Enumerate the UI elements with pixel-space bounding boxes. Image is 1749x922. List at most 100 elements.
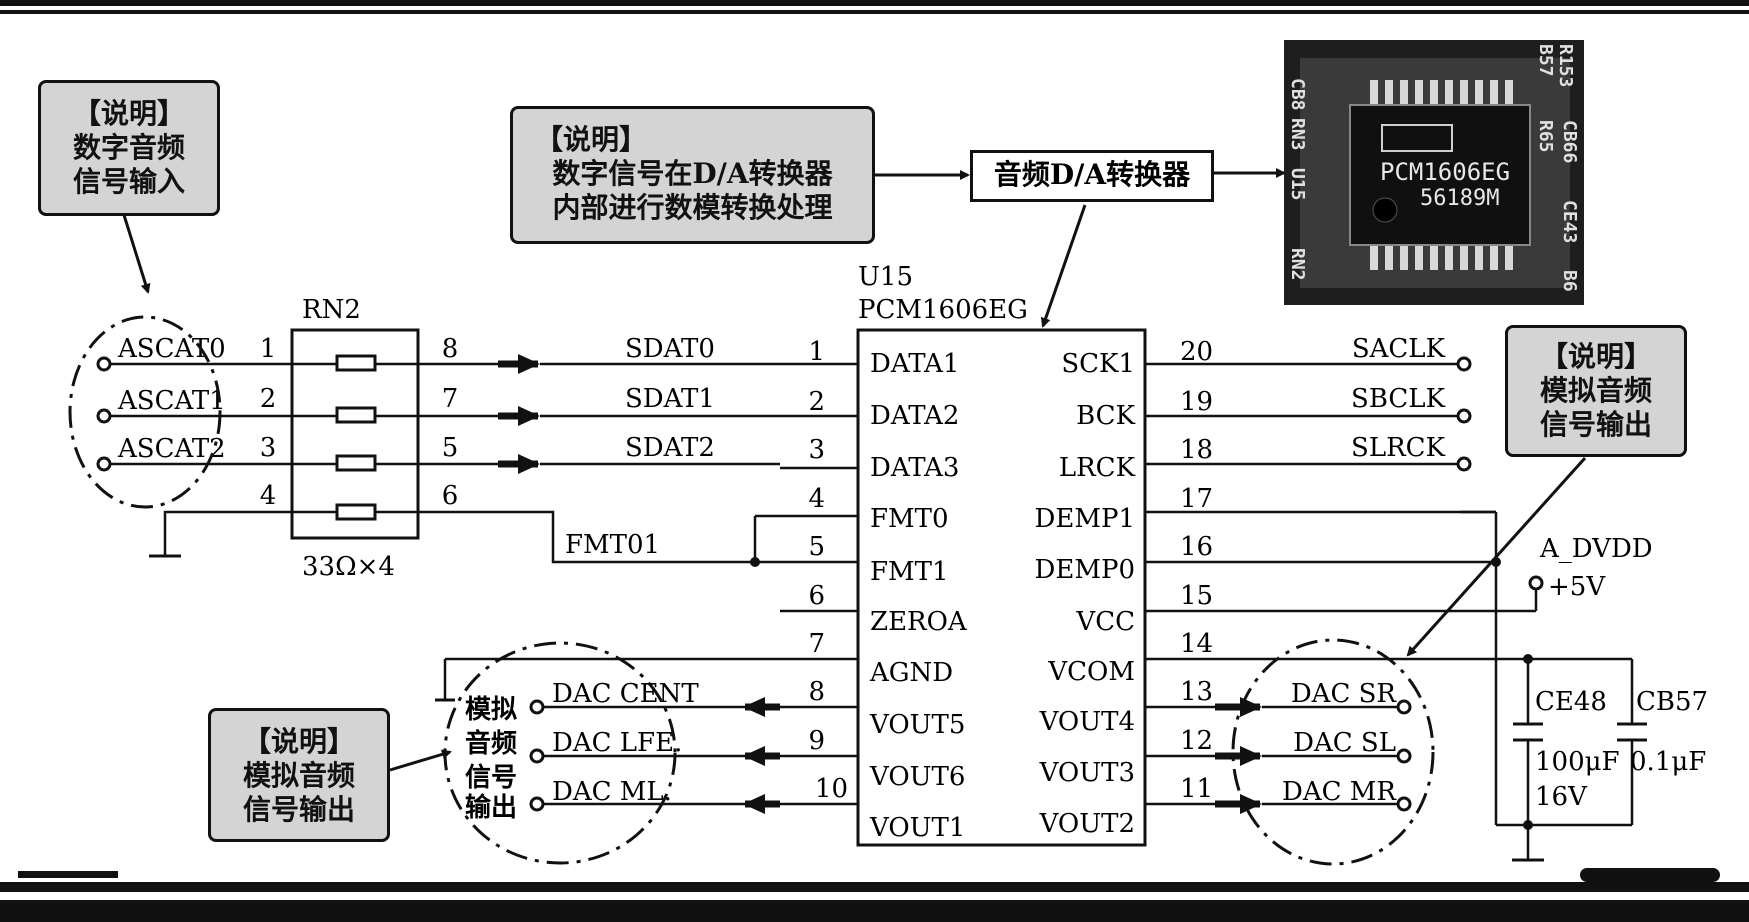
- net-label-fmt01: FMT01: [565, 530, 660, 560]
- note-analog-output-left: 【说明】 模拟音频 信号输出: [208, 708, 390, 842]
- output-label-dac-sr: DAC SR: [1291, 679, 1398, 709]
- output-label-dac-ml: DAC ML.: [552, 777, 672, 807]
- ic-pin-num: 6: [808, 581, 825, 611]
- power-rail-label: A_DVDD: [1539, 534, 1653, 564]
- input-label-ascat2: ASCAT2: [117, 434, 226, 464]
- arrow-note-digital-in: [122, 214, 151, 294]
- note-text: 模拟音频: [1539, 374, 1652, 407]
- ic-pin-name: DATA1: [870, 349, 959, 379]
- note-text: 数字音频: [72, 131, 185, 164]
- rn2-pin-num: 3: [260, 433, 277, 463]
- note-digital-input: 【说明】 数字音频 信号输入: [38, 80, 220, 216]
- rn2-pin-num: 2: [260, 384, 277, 414]
- note-text: 信号输出: [1539, 408, 1652, 441]
- chip-silk-u15: U15: [1287, 168, 1308, 201]
- rn2-pin-num: 7: [442, 384, 459, 414]
- terminal-vdd: [1528, 575, 1544, 591]
- note-da-processing: 【说明】 数字信号在D/A转换器 内部进行数模转换处理: [510, 106, 875, 244]
- converter-label-box: 音频D/A转换器: [970, 150, 1214, 202]
- ic-pin-name: LRCK: [1059, 453, 1136, 483]
- terminal-sbclk: [1456, 408, 1472, 424]
- ic-u15-body: [856, 328, 1147, 847]
- arrow-converter-ic: [1040, 204, 1087, 328]
- output-group-label: 信号: [465, 763, 517, 793]
- ic-pin-num: 5: [808, 532, 825, 562]
- input-label-ascat1: ASCAT1: [117, 386, 226, 416]
- terminal-dac-lfe: [529, 748, 545, 764]
- ic-pin-name: SCK1: [1061, 349, 1135, 379]
- chip-photo-body: [1349, 104, 1531, 246]
- note-title: 【说明】: [72, 97, 185, 130]
- junction-cap-bottom: [1523, 820, 1533, 830]
- chip-silk-r153: R153: [1555, 44, 1576, 87]
- junction-cap-top: [1523, 654, 1533, 664]
- note-text: 信号输入: [72, 165, 185, 198]
- top-border-thick: [0, 0, 1749, 6]
- terminal-dac-ml: [529, 796, 545, 812]
- chip-silk-cb8: CB8: [1287, 78, 1308, 111]
- chip-silk-rn2: RN2: [1287, 248, 1308, 281]
- net-label-sdat2: SDAT2: [625, 433, 715, 463]
- ic-pin-num: 10: [815, 774, 848, 804]
- bottom-border-thick: [0, 882, 1749, 892]
- rn2-pin-num: 1: [260, 334, 277, 364]
- cap-ce48-ref: CE48: [1535, 687, 1607, 717]
- ic-pin-name: DATA2: [870, 401, 959, 431]
- chip-silk-r65: R65: [1535, 120, 1556, 153]
- ic-pin-num: 2: [808, 387, 825, 417]
- terminal-ascat1: [96, 408, 112, 424]
- ic-pin-name: VOUT4: [1039, 707, 1135, 737]
- note-text: 内部进行数模转换处理: [552, 191, 833, 224]
- ic-pin-name: VOUT1: [869, 813, 965, 843]
- chip-photo-marking1: PCM1606EG: [1380, 158, 1510, 186]
- ic-pin-name: VOUT2: [1039, 809, 1135, 839]
- ic-pin-name: DEMP1: [1035, 504, 1135, 534]
- bottom-border-band: [0, 900, 1749, 922]
- terminal-ascat0: [96, 356, 112, 372]
- ic-pin-name: VOUT6: [869, 762, 965, 792]
- ic-pin-num: 12: [1180, 726, 1213, 756]
- rn2-resistor: [335, 454, 377, 472]
- ic-pin-num: 15: [1180, 581, 1213, 611]
- junction-fmt: [750, 557, 760, 567]
- ic-pin-name: DATA3: [870, 453, 959, 483]
- arrow-note-out-left: [389, 749, 452, 772]
- ic-pin-name: VOUT5: [869, 710, 965, 740]
- note-title: 【说明】: [242, 725, 355, 758]
- chip-silk-cb66: CB66: [1559, 120, 1580, 163]
- terminal-dac-cent: [529, 699, 545, 715]
- note-text: 数字信号在D/A转换器: [552, 157, 833, 190]
- ic-pin-name: ZEROA: [870, 607, 968, 637]
- ic-pin-name: FMT1: [870, 557, 949, 587]
- junction-demp: [1491, 557, 1501, 567]
- chip-silk-ce43: CE43: [1559, 200, 1580, 243]
- ic-pin-num: 16: [1180, 532, 1213, 562]
- cap-cb57-value: 0.1μF: [1630, 747, 1706, 777]
- rn2-pin-num: 4: [260, 481, 277, 511]
- chip-photo: PCM1606EG 56189M CB8 RN3 U15 RN2 B57 R15…: [1284, 40, 1584, 305]
- output-label-dac-sl: DAC SL: [1293, 728, 1396, 758]
- ic-pin-name: VOUT3: [1039, 758, 1135, 788]
- chip-photo-logo: [1381, 124, 1453, 152]
- note-title: 【说明】: [1539, 340, 1652, 373]
- cap-ce48-value: 100μF: [1535, 747, 1620, 777]
- ic-pin-num: 14: [1180, 629, 1213, 659]
- ic-pin-num: 19: [1180, 387, 1213, 417]
- ic-pin-num: 13: [1180, 677, 1213, 707]
- ic-pin-num: 18: [1180, 435, 1213, 465]
- converter-label: 音频D/A转换器: [993, 158, 1191, 191]
- terminal-ascat2: [96, 456, 112, 472]
- rn2-pin-num: 5: [442, 433, 459, 463]
- output-label-dac-mr: DAC MR: [1282, 777, 1397, 807]
- note-text: 信号输出: [242, 793, 355, 826]
- group-circle-outputs-right: [1231, 638, 1435, 866]
- top-border-thin: [0, 10, 1749, 14]
- net-label-sdat0: SDAT0: [625, 334, 715, 364]
- ic-pin-num: 17: [1180, 484, 1213, 514]
- input-label-ascat0: ASCAT0: [117, 334, 226, 364]
- ic-pin-num: 4: [808, 484, 825, 514]
- ic-pin-num: 11: [1180, 774, 1213, 804]
- group-circle-inputs: [68, 315, 222, 509]
- signal-label-slrck: SLRCK: [1351, 433, 1446, 463]
